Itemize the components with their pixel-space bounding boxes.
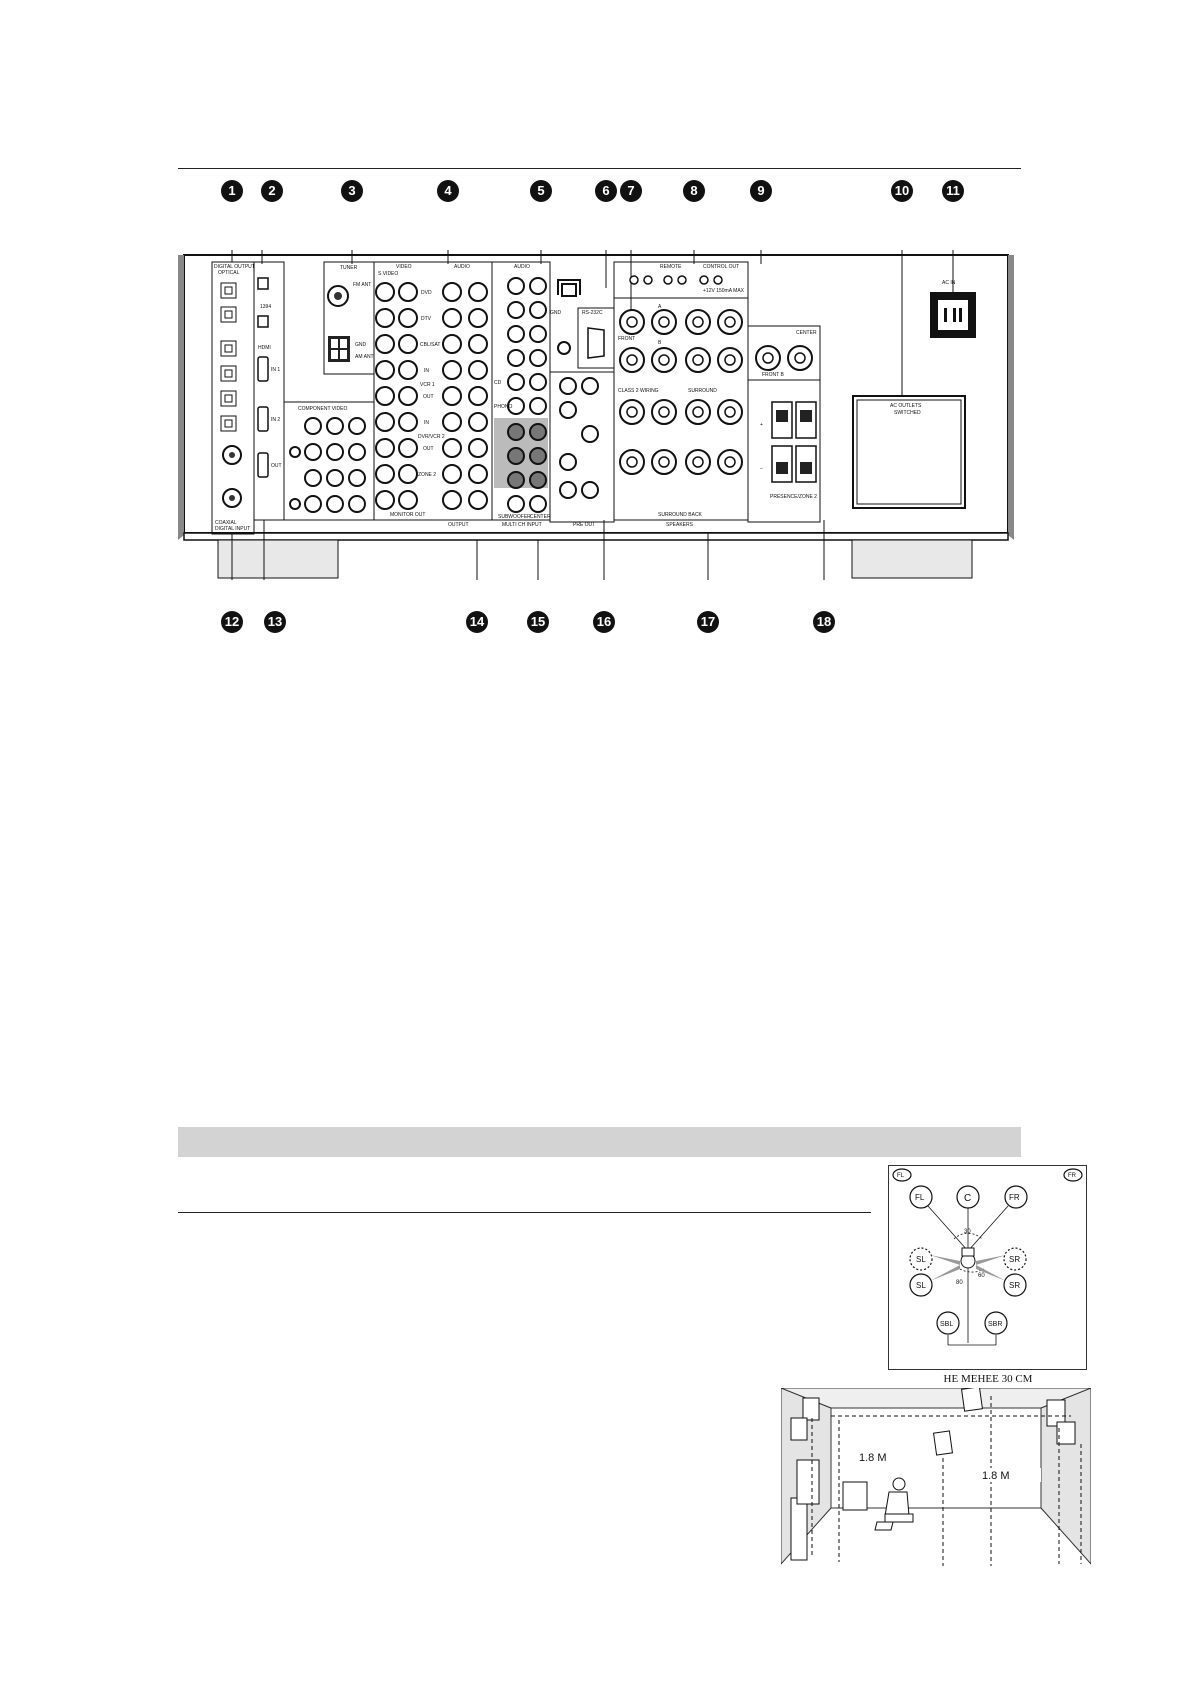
callout-6: 6: [595, 180, 617, 202]
label-minus: −: [760, 466, 763, 472]
label-front-b: FRONT B: [762, 372, 785, 378]
layout-angle-60: 60: [978, 1273, 985, 1279]
top-rule: [178, 168, 1021, 169]
callout-8: 8: [683, 180, 705, 202]
callout-1: 1: [221, 180, 243, 202]
label-in-1: IN: [424, 368, 429, 374]
layout-angle-80: 80: [956, 1280, 963, 1286]
label-in-2: IN: [424, 420, 429, 426]
layout-c: C: [964, 1193, 971, 1204]
label-video: VIDEO: [396, 264, 412, 270]
label-hdmi-in1: IN 1: [271, 367, 280, 373]
label-tuner: TUNER: [340, 265, 358, 271]
layout-sl: SL: [916, 1281, 926, 1290]
label-dvd: DVD: [421, 290, 432, 296]
label-dtv: DTV: [421, 316, 432, 322]
label-control-out: CONTROL OUT: [703, 264, 739, 270]
label-control-out-spec: +12V 150mA MAX: [703, 288, 745, 294]
section-heading-bar: [178, 1127, 1021, 1157]
label-out-1: OUT: [423, 394, 434, 400]
label-am-ant: AM ANT: [355, 354, 374, 360]
label-digital-output: DIGITAL OUTPUT: [214, 264, 255, 270]
room-height-left: 1.8 M: [859, 1452, 887, 1464]
label-component-video: COMPONENT VIDEO: [298, 406, 347, 412]
label-optical: OPTICAL: [218, 270, 240, 276]
label-switched: SWITCHED: [894, 410, 921, 416]
label-center-spk: CENTER: [796, 330, 817, 336]
label-output: OUTPUT: [448, 522, 469, 528]
callout-14: 14: [466, 611, 488, 633]
label-speaker-a: A: [658, 304, 662, 310]
callout-16: 16: [593, 611, 615, 633]
label-vcr1: VCR 1: [420, 382, 435, 388]
label-out-2: OUT: [423, 446, 434, 452]
label-remote: REMOTE: [660, 264, 682, 270]
layout-fl: FL: [915, 1193, 925, 1202]
layout-tag-fl: FL: [897, 1173, 905, 1179]
label-class2-wiring: CLASS 2 WIRING: [618, 388, 659, 394]
callout-3: 3: [341, 180, 363, 202]
label-cbl-sat: CBL/SAT: [420, 342, 440, 348]
layout-angle-30: 30: [964, 1229, 971, 1235]
label-1394: 1394: [260, 304, 271, 310]
label-s-video: S VIDEO: [378, 271, 398, 277]
label-plus: +: [760, 422, 763, 428]
room-height-right: 1.8 M: [982, 1470, 1010, 1482]
callout-18: 18: [813, 611, 835, 633]
label-hdmi-out: OUT: [271, 463, 282, 469]
layout-caption: HE MEHEE 30 CM: [943, 1373, 1033, 1385]
label-center: CENTER: [530, 514, 551, 520]
label-subwoofer: SUBWOOFER: [498, 514, 531, 520]
label-coaxial: COAXIAL: [215, 520, 237, 526]
label-gnd: GND: [355, 342, 367, 348]
layout-fr: FR: [1009, 1193, 1020, 1202]
callout-13: 13: [264, 611, 286, 633]
label-ac-outlets: AC OUTLETS: [890, 403, 922, 409]
speaker-layout-diagram: FL FR FL C FR SL SR SL SR SBL SBR 30 60 …: [892, 1168, 1083, 1346]
label-surround: SURROUND: [688, 388, 717, 394]
label-presence-zone2: PRESENCE/ZONE 2: [770, 494, 817, 500]
callout-15: 15: [527, 611, 549, 633]
callout-11: 11: [942, 180, 964, 202]
callout-10: 10: [891, 180, 913, 202]
receiver-rear-panel: DIGITAL OUTPUT OPTICAL COAXIAL DIGITAL I…: [178, 250, 1014, 580]
label-zone2: ZONE 2: [418, 472, 436, 478]
label-audio-2: AUDIO: [514, 264, 530, 270]
layout-sr-dashed: SR: [1009, 1255, 1020, 1264]
callout-17: 17: [697, 611, 719, 633]
layout-sbl: SBL: [940, 1321, 953, 1328]
callout-7: 7: [620, 180, 642, 202]
layout-tag-fr: FR: [1068, 1173, 1077, 1179]
label-multi-ch-input: MULTI CH INPUT: [502, 522, 542, 528]
callout-4: 4: [437, 180, 459, 202]
callout-9: 9: [750, 180, 772, 202]
label-gnd-2: GND: [550, 310, 562, 316]
label-fm-ant: FM ANT: [353, 282, 371, 288]
speaker-layout-frame: [888, 1165, 1087, 1370]
callout-2: 2: [261, 180, 283, 202]
callout-5: 5: [530, 180, 552, 202]
layout-sr: SR: [1009, 1281, 1020, 1290]
layout-sbr: SBR: [988, 1321, 1002, 1328]
label-pre-out: PRE OUT: [573, 522, 595, 528]
layout-sl-dashed: SL: [916, 1255, 926, 1264]
room-height-diagram: 1.8 M 1.8 M: [781, 1388, 1091, 1566]
label-hdmi: HDMI: [258, 345, 271, 351]
label-speakers: SPEAKERS: [666, 522, 694, 528]
label-rs232c: RS-232C: [582, 310, 603, 316]
label-speaker-b: B: [658, 340, 662, 346]
label-audio: AUDIO: [454, 264, 470, 270]
label-dvr-vcr2: DVR/VCR 2: [418, 434, 445, 440]
label-surround-back: SURROUND BACK: [658, 512, 703, 518]
label-digital-input: DIGITAL INPUT: [215, 526, 250, 532]
label-cd: CD: [494, 380, 502, 386]
label-hdmi-in2: IN 2: [271, 417, 280, 423]
label-monitor-out: MONITOR OUT: [390, 512, 425, 518]
label-front: FRONT: [618, 336, 635, 342]
label-ac-in: AC IN: [942, 280, 956, 286]
callout-12: 12: [221, 611, 243, 633]
label-phono: PHONO: [494, 404, 512, 410]
subsection-rule: [178, 1212, 871, 1213]
